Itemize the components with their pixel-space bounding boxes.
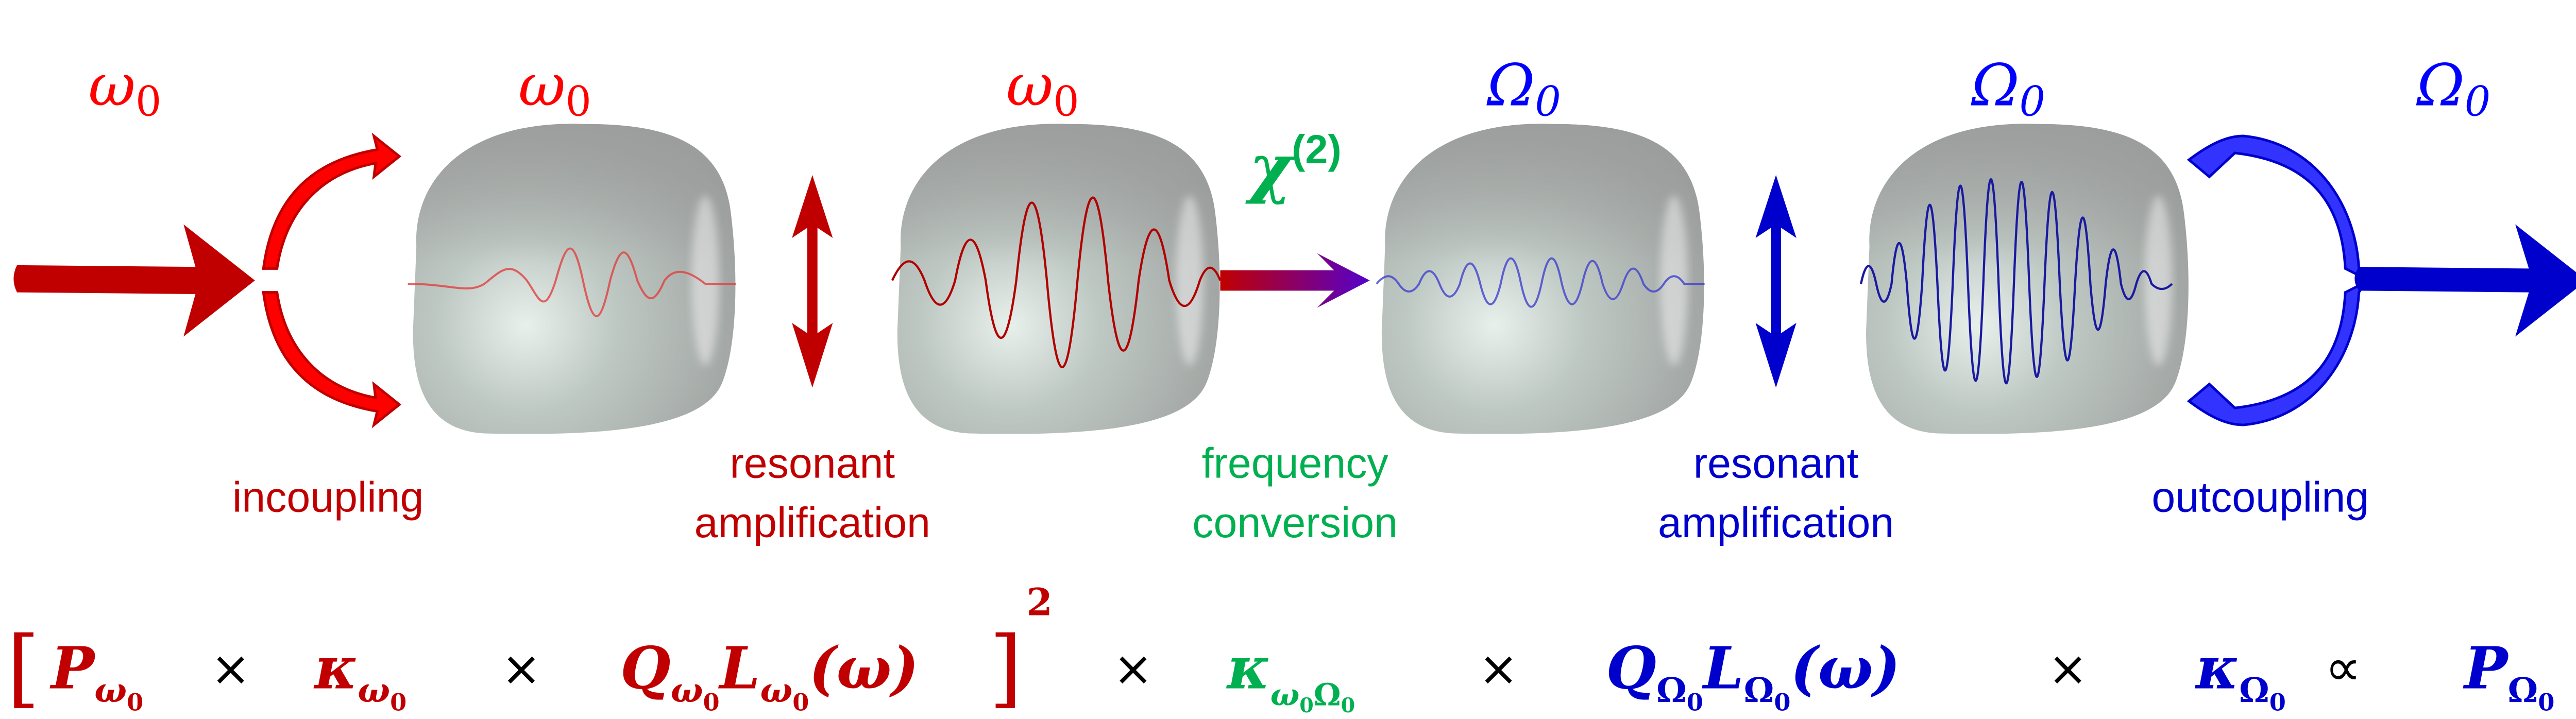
- chi2-label: χ(2): [1245, 126, 1342, 206]
- svg-text:Pω0: Pω0: [49, 635, 143, 716]
- label-frequency-conversion: frequency conversion: [1192, 439, 1398, 546]
- svg-text:[: [: [7, 618, 40, 717]
- svg-text:κω0Ω0: κω0Ω0: [1226, 635, 1355, 717]
- output-arrow-icon: [2354, 224, 2576, 337]
- frequency-label-5: Ω0: [1971, 53, 2045, 126]
- svg-text:ω0: ω0: [518, 53, 591, 126]
- svg-text:κω0: κω0: [313, 635, 406, 716]
- svg-text:resonant: resonant: [1693, 439, 1859, 487]
- outcoupling-arrows-icon: [2187, 134, 2370, 426]
- svg-text:conversion: conversion: [1192, 499, 1398, 546]
- svg-text:×: ×: [2048, 641, 2088, 696]
- resonant-amplification-arrow-blue-icon: [1755, 175, 1797, 388]
- svg-text:Ω0: Ω0: [1971, 53, 2045, 126]
- svg-text:amplification: amplification: [694, 499, 930, 546]
- incoupling-arrows-icon: [262, 132, 402, 429]
- svg-text:×: ×: [1479, 641, 1518, 696]
- resonant-amplification-arrow-red-icon: [792, 175, 833, 388]
- cavity-2: [891, 124, 1222, 434]
- svg-text:]: ]: [989, 618, 1022, 717]
- label-resonant-amplification-red: resonant amplification: [694, 439, 930, 546]
- frequency-label-6: Ω0: [2416, 53, 2490, 126]
- svg-text:Qω0Lω0(ω): Qω0Lω0(ω): [620, 635, 919, 716]
- svg-text:ω0: ω0: [89, 53, 162, 126]
- power-equation: [ Pω0 × κω0 × Qω0Lω0(ω) ] 2 × κω0Ω0 × QΩ…: [7, 581, 2554, 717]
- svg-text:κΩ0: κΩ0: [2195, 635, 2286, 716]
- cavity-4: [1859, 124, 2189, 434]
- svg-text:×: ×: [501, 641, 541, 696]
- svg-text:Ω0: Ω0: [1486, 53, 1561, 126]
- input-arrow-icon: [13, 224, 255, 337]
- svg-text:Ω0: Ω0: [2416, 53, 2490, 126]
- frequency-label-2: ω0: [518, 53, 591, 126]
- svg-text:×: ×: [1113, 641, 1153, 696]
- cavity-1: [408, 124, 736, 434]
- cavity-3: [1376, 124, 1705, 434]
- frequency-label-3: ω0: [1006, 53, 1079, 126]
- svg-text:ω0: ω0: [1006, 53, 1079, 126]
- svg-text:∝: ∝: [2325, 638, 2362, 697]
- frequency-conversion-arrow-icon: [1220, 253, 1370, 308]
- svg-text:frequency: frequency: [1202, 439, 1389, 487]
- svg-text:×: ×: [211, 641, 250, 696]
- svg-text:amplification: amplification: [1658, 499, 1894, 546]
- svg-text:χ(2): χ(2): [1245, 126, 1342, 206]
- frequency-label-4: Ω0: [1486, 53, 1561, 126]
- svg-text:resonant: resonant: [730, 439, 895, 487]
- label-outcoupling: outcoupling: [2151, 473, 2369, 521]
- label-incoupling: incoupling: [232, 473, 423, 521]
- svg-text:2: 2: [1026, 581, 1052, 625]
- label-resonant-amplification-blue: resonant amplification: [1658, 439, 1894, 546]
- svg-text:QΩ0LΩ0(ω): QΩ0LΩ0(ω): [1606, 635, 1900, 716]
- svg-text:PΩ0: PΩ0: [2463, 635, 2554, 716]
- frequency-label-1: ω0: [89, 53, 162, 126]
- svg-text:incoupling: incoupling: [232, 473, 423, 521]
- svg-text:outcoupling: outcoupling: [2151, 473, 2369, 521]
